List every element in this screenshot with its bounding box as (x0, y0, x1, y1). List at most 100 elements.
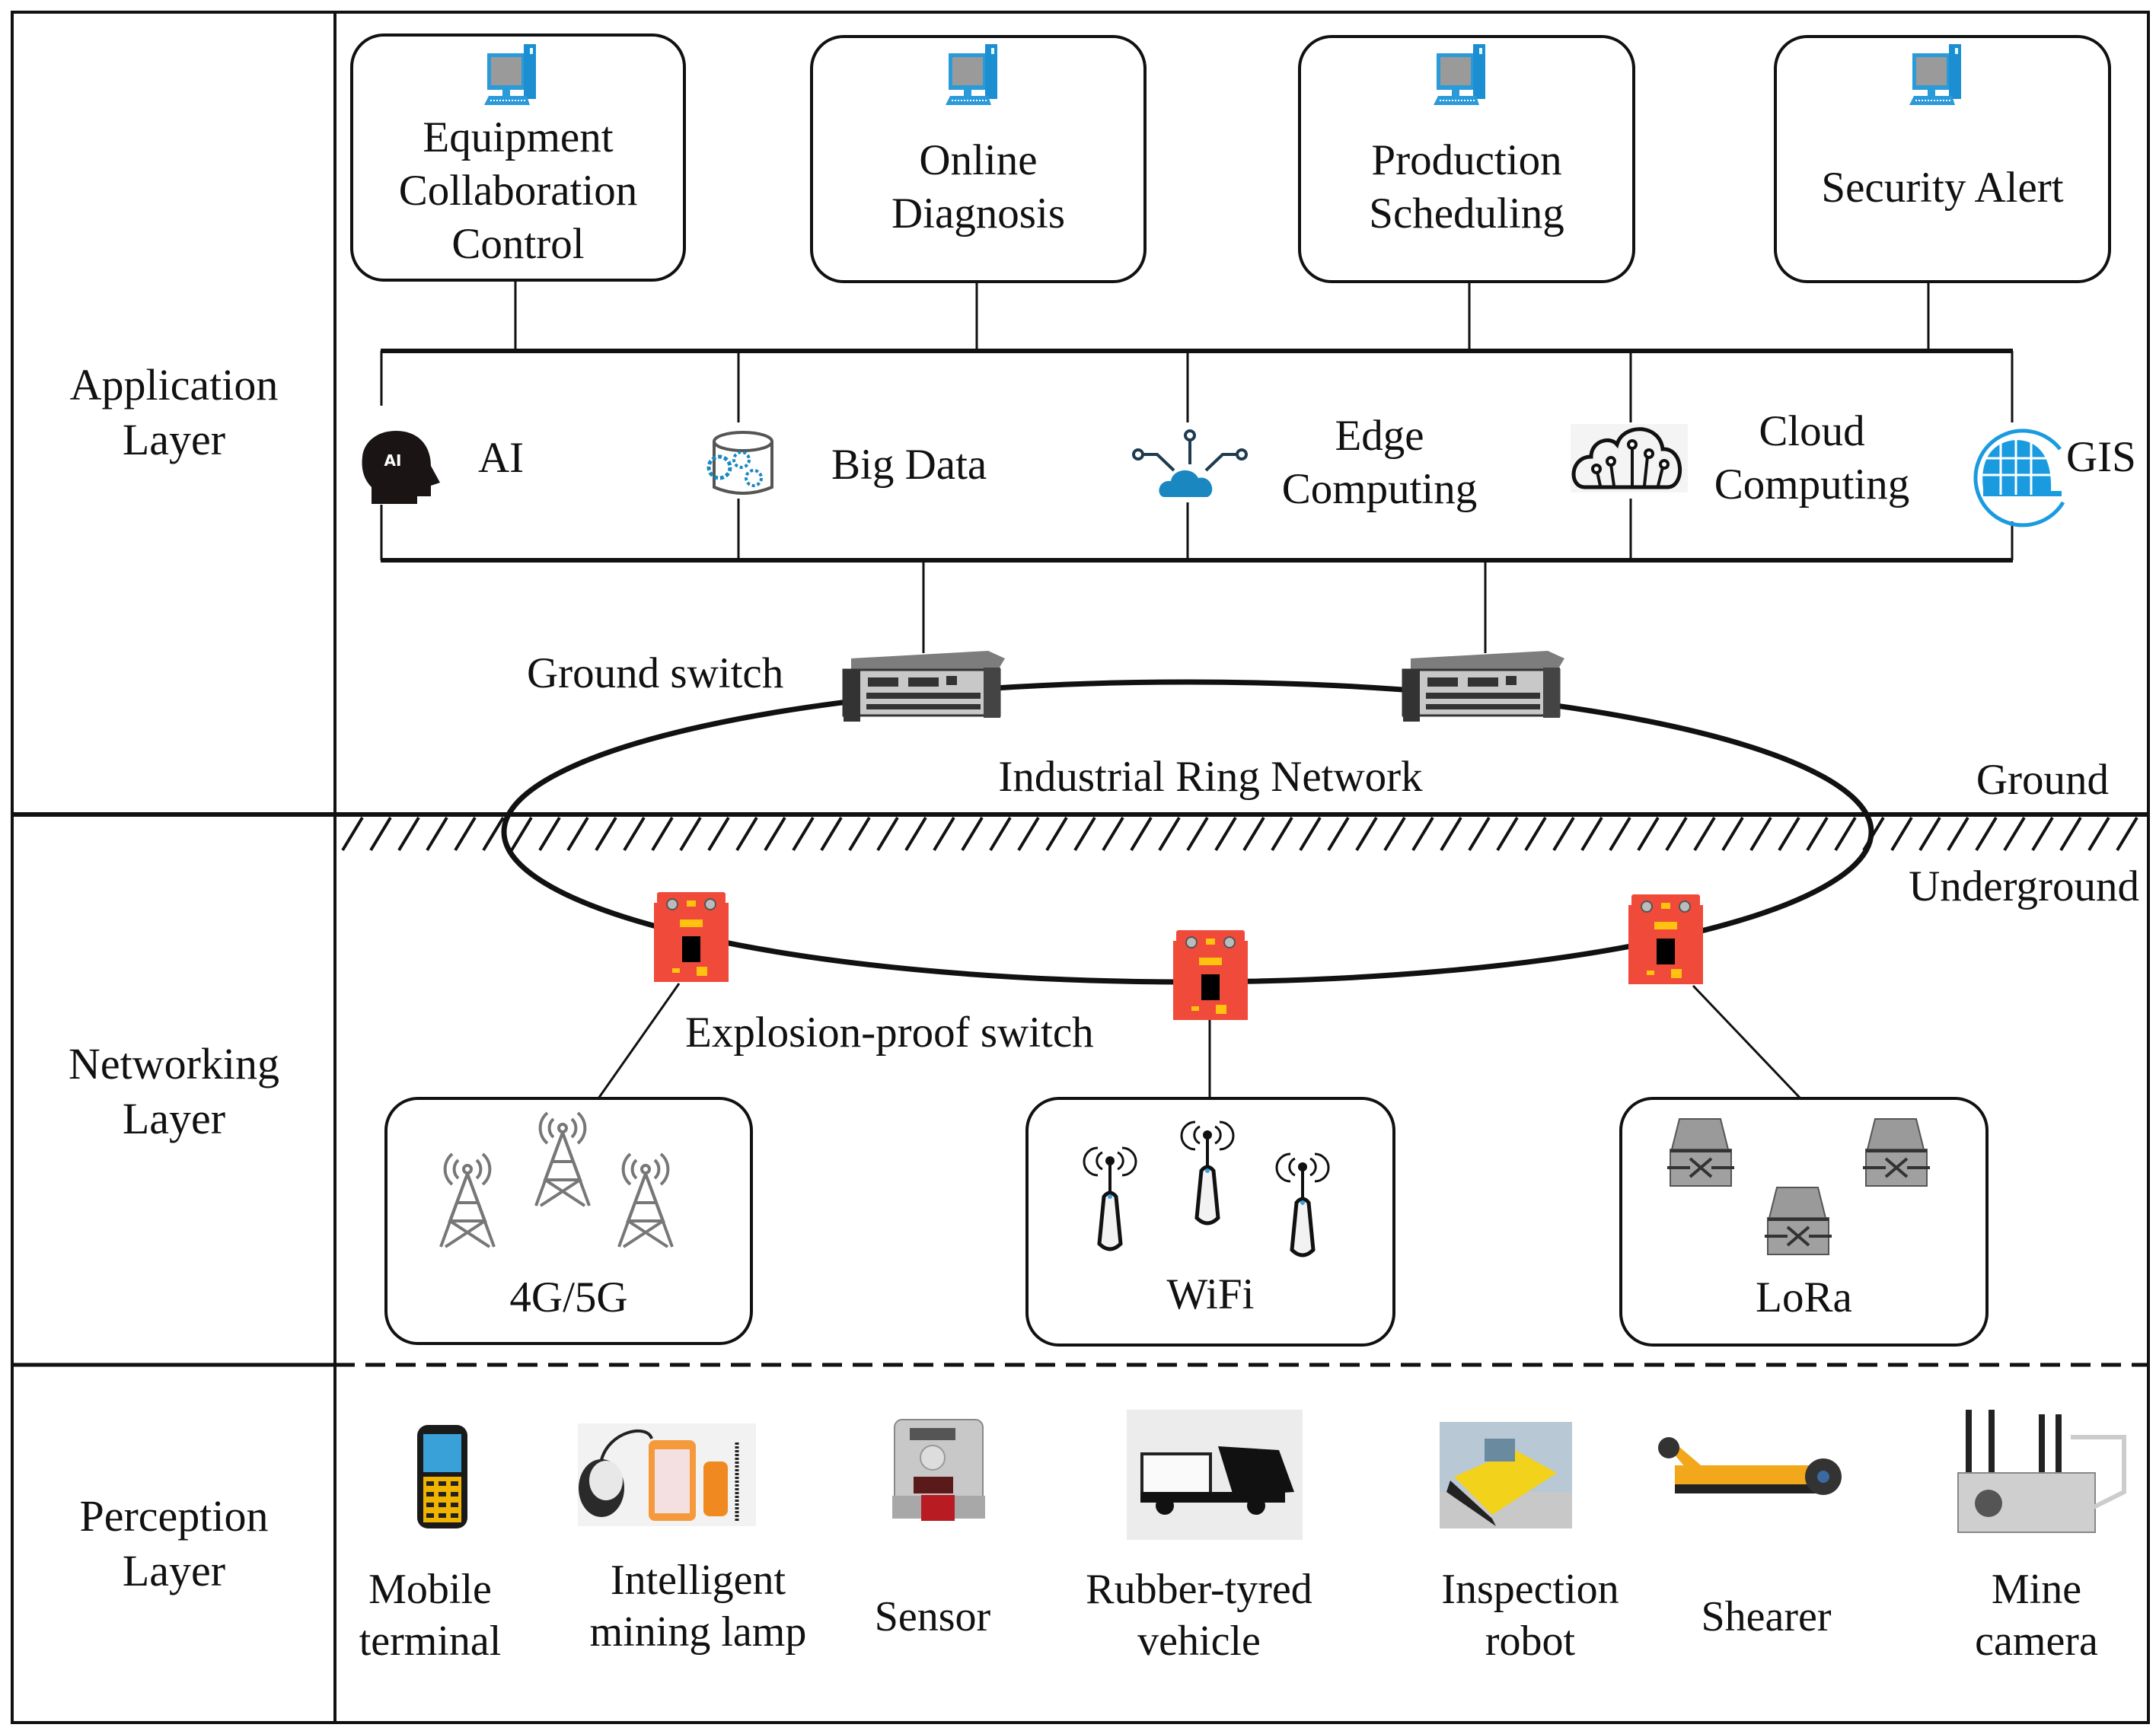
perception-label-robot: Inspection robot (1441, 1566, 1619, 1665)
hatch-mark (904, 816, 927, 852)
ground-label: Ground (1976, 756, 2109, 804)
hatch-mark (1749, 816, 1772, 852)
app-box-diagnosis (810, 35, 1147, 283)
hatch-mark (397, 816, 420, 852)
hatch-mark (1327, 816, 1350, 852)
hatch-mark (1947, 816, 1969, 852)
hatch-mark (1299, 816, 1322, 852)
hatch-mark (1552, 816, 1575, 852)
hatch-mark (1383, 816, 1406, 852)
computer-icon (945, 43, 998, 106)
hatch-mark (2031, 816, 2054, 852)
hatch-mark (651, 816, 674, 852)
app-box-equipment (350, 33, 686, 282)
app-label-security: Security Alert (1821, 164, 2064, 212)
layer-label-networking: Networking Layer (68, 1039, 280, 1143)
hatch-mark (707, 816, 730, 852)
hatch-mark (1411, 816, 1434, 852)
app-box-scheduling (1298, 35, 1635, 283)
svg-text:AI: AI (384, 451, 402, 470)
mining-lamp-image (578, 1423, 756, 1526)
cloud-computing-icon (1571, 424, 1688, 492)
perception-label-mobile: Mobile terminal (359, 1566, 502, 1665)
hatch-mark (1721, 816, 1744, 852)
layer-label-application: Application Layer (69, 360, 279, 464)
shearer-image (1658, 1437, 1842, 1495)
hatch-mark (1496, 816, 1519, 852)
access-label-4g5g: 4G/5G (509, 1273, 628, 1321)
computer-icon (483, 43, 537, 106)
explosion-proof-switch-icon (1628, 894, 1704, 985)
hatch-mark (1355, 816, 1378, 852)
hatch-mark (1440, 816, 1462, 852)
hatch-mark (1214, 816, 1237, 852)
camera-image (1957, 1410, 2126, 1533)
hatch-mark (510, 816, 533, 852)
hatch-mark (1637, 816, 1660, 852)
hatch-mark (1665, 816, 1688, 852)
big-data-icon (706, 431, 773, 495)
layer-label-perception: Perception Layer (79, 1491, 269, 1595)
ai-head-icon: AI (362, 431, 440, 504)
hatch-mark (482, 816, 505, 852)
underground-label: Underground (1909, 862, 2139, 910)
access-label-wifi: WiFi (1166, 1270, 1255, 1318)
explosion-proof-switch-icon (653, 891, 729, 983)
tech-label-big-data: Big Data (831, 441, 987, 489)
hatch-mark (848, 816, 871, 852)
edge-computing-icon (1132, 429, 1248, 497)
hatch-mark (2116, 816, 2138, 852)
sensor-image (892, 1419, 985, 1521)
hatch-mark (1975, 816, 1998, 852)
hatch-mark (1890, 816, 1913, 852)
hatch-mark (566, 816, 589, 852)
hatch-mark (1017, 816, 1040, 852)
hatch-mark (1693, 816, 1716, 852)
hatch-mark (1130, 816, 1153, 852)
hatch-mark (595, 816, 617, 852)
explosion-proof-switch-label: Explosion-proof switch (685, 1009, 1094, 1057)
hatch-mark (1102, 816, 1124, 852)
hatch-mark (1271, 816, 1293, 852)
app-label-equipment: Equipment Collaboration Control (398, 113, 638, 268)
hatch-mark (989, 816, 1012, 852)
ground-switch-icon (842, 649, 1006, 723)
hatch-mark (820, 816, 843, 852)
tech-label-cloud: Cloud Computing (1714, 407, 1910, 508)
application-bus (380, 282, 2014, 653)
hatch-mark (341, 816, 364, 852)
app-box-security (1774, 35, 2111, 283)
hatch-mark (426, 816, 448, 852)
mobile-terminal-image (417, 1425, 467, 1528)
hatch-mark (538, 816, 561, 852)
ring-network-label: Industrial Ring Network (998, 753, 1423, 801)
hatch-mark (1468, 816, 1491, 852)
computer-icon (1909, 43, 1962, 106)
hatch-mark (679, 816, 702, 852)
hatch-mark (1158, 816, 1181, 852)
hatch-mark (876, 816, 899, 852)
hatch-mark (1834, 816, 1857, 852)
hatch-mark (1609, 816, 1631, 852)
app-label-diagnosis: Online Diagnosis (891, 136, 1065, 237)
tech-label-gis: GIS (2066, 433, 2136, 481)
computer-icon (1433, 43, 1486, 106)
hatch-mark (961, 816, 984, 852)
hatch-mark (1073, 816, 1096, 852)
perception-label-vehicle: Rubber-tyred vehicle (1086, 1566, 1312, 1665)
underground-hatch (341, 816, 2138, 852)
ground-switch-label: Ground switch (527, 649, 784, 697)
explosion-proof-switch-icon (1172, 929, 1249, 1021)
hatch-mark (1045, 816, 1068, 852)
app-label-scheduling: Production Scheduling (1369, 136, 1564, 237)
hatch-mark (623, 816, 646, 852)
perception-label-lamp: Intelligent mining lamp (589, 1557, 807, 1656)
robot-image (1440, 1422, 1572, 1528)
hatch-mark (1242, 816, 1265, 852)
hatch-mark (2087, 816, 2110, 852)
hatch-mark (1524, 816, 1547, 852)
hatch-mark (2003, 816, 2026, 852)
hatch-mark (454, 816, 477, 852)
outer-frame (11, 11, 2150, 1724)
